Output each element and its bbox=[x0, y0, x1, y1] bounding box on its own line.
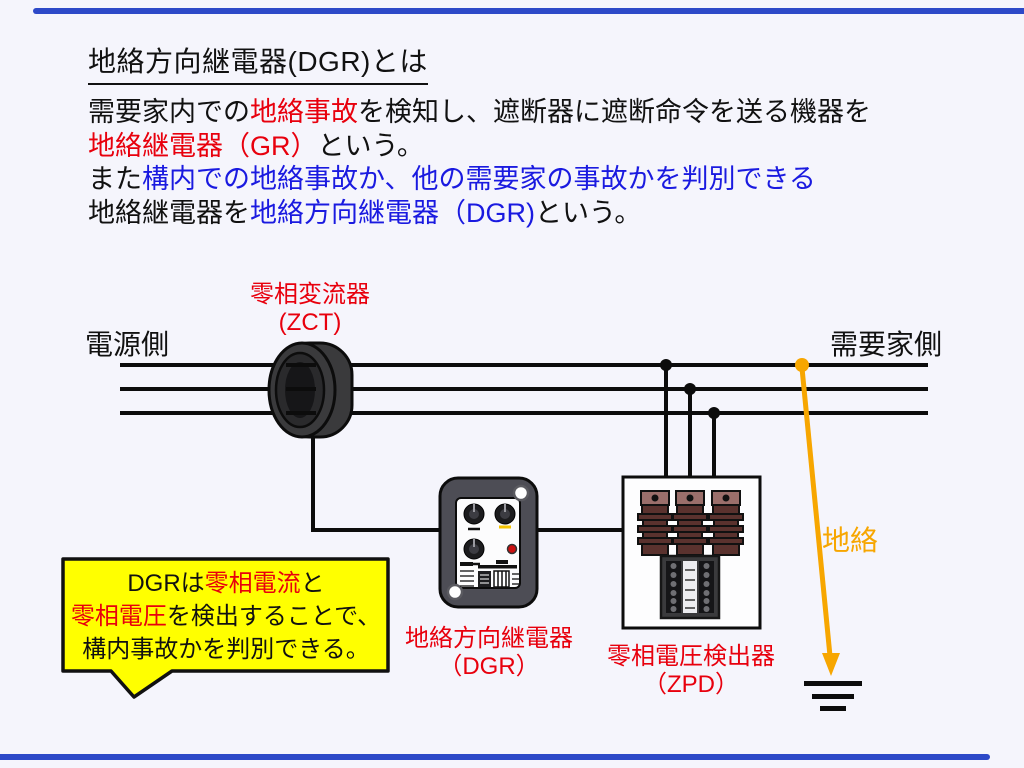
dgr-knob bbox=[463, 503, 485, 531]
intro-line-3: また構内での地絡事故か、他の需要家の事故かを判別できる bbox=[88, 163, 871, 197]
speech-bubble bbox=[61, 557, 390, 699]
text-segment-red: 零相電圧 bbox=[70, 603, 167, 630]
dgr-label-line1: 地絡方向継電器 bbox=[405, 625, 573, 652]
callout-line-3: 構内事故かを判別できる。 bbox=[63, 633, 389, 666]
text-segment-blue: 地絡方向継電器（DGR) bbox=[250, 197, 535, 228]
ground-icon bbox=[804, 681, 862, 711]
consumer-side-label: 需要家側 bbox=[830, 329, 943, 360]
zct-label-line1: 零相変流器 bbox=[250, 281, 370, 308]
phase-lines bbox=[120, 363, 928, 415]
text-segment: という。 bbox=[317, 130, 424, 161]
zpd-insulator bbox=[637, 490, 673, 556]
zpd-device-icon bbox=[621, 475, 762, 630]
fault-arrow bbox=[795, 358, 840, 676]
page-title: 地絡方向継電器(DGR)とは bbox=[88, 40, 428, 85]
dgr-label: 地絡方向継電器 （DGR） bbox=[399, 625, 579, 681]
zct-label: 零相変流器 (ZCT) bbox=[230, 281, 390, 337]
dgr-led bbox=[506, 543, 518, 555]
text-segment: を検知し、遮断器に遮断命令を送る機器を bbox=[358, 97, 871, 127]
callout-line-2: 零相電圧を検出することで、 bbox=[63, 600, 389, 633]
callout-line-1: DGRは零相電流と bbox=[63, 567, 389, 600]
zpd-label-line1: 零相電圧検出器 bbox=[607, 643, 775, 670]
callout-text: DGRは零相電流と 零相電圧を検出することで、 構内事故かを判別できる。 bbox=[63, 567, 389, 666]
text-segment: また bbox=[88, 164, 142, 194]
text-segment: 地絡継電器を bbox=[88, 197, 250, 228]
text-segment: 需要家内での bbox=[88, 97, 250, 127]
zpd-insulator bbox=[708, 490, 744, 556]
zct-label-line2: (ZCT) bbox=[278, 309, 342, 336]
dgr-device-icon bbox=[438, 476, 539, 609]
text-segment-blue: 構内での地絡事故か、他の需要家の事故かを判別できる bbox=[142, 164, 816, 194]
text-segment: と bbox=[300, 570, 325, 597]
text-segment-red: 地絡継電器（GR） bbox=[88, 130, 318, 161]
tap-junction-dots bbox=[660, 359, 720, 419]
zpd-label: 零相電圧検出器 （ZPD） bbox=[601, 643, 781, 699]
zpd-tap-lines bbox=[664, 365, 716, 477]
text-segment: 構内事故かを判別できる。 bbox=[82, 636, 370, 663]
zpd-insulator bbox=[672, 490, 708, 556]
dgr-label-strip bbox=[460, 560, 519, 588]
intro-line-2: 地絡継電器（GR）という。 bbox=[88, 130, 871, 164]
dgr-knob bbox=[494, 503, 516, 529]
text-segment-red: 零相電流 bbox=[204, 570, 301, 597]
bottom-frame-line bbox=[0, 754, 990, 760]
intro-paragraph: 需要家内での地絡事故を検知し、遮断器に遮断命令を送る機器を 地絡継電器（GR）と… bbox=[88, 96, 871, 230]
text-segment: DGRは bbox=[127, 570, 205, 597]
zct-icon bbox=[267, 341, 354, 439]
fault-label: 地絡 bbox=[822, 525, 879, 556]
zpd-terminal-block bbox=[659, 554, 721, 620]
dgr-label-line2: （DGR） bbox=[438, 653, 540, 680]
text-segment: を検出することで、 bbox=[166, 603, 382, 630]
source-side-label: 電源側 bbox=[85, 329, 170, 360]
text-segment-red: 地絡事故 bbox=[250, 97, 358, 127]
top-frame-line bbox=[33, 8, 1024, 14]
intro-line-1: 需要家内での地絡事故を検知し、遮断器に遮断命令を送る機器を bbox=[88, 96, 871, 130]
intro-line-4: 地絡継電器を地絡方向継電器（DGR)という。 bbox=[88, 197, 871, 231]
text-segment: という。 bbox=[535, 197, 642, 228]
zpd-label-line2: （ZPD） bbox=[643, 671, 739, 698]
